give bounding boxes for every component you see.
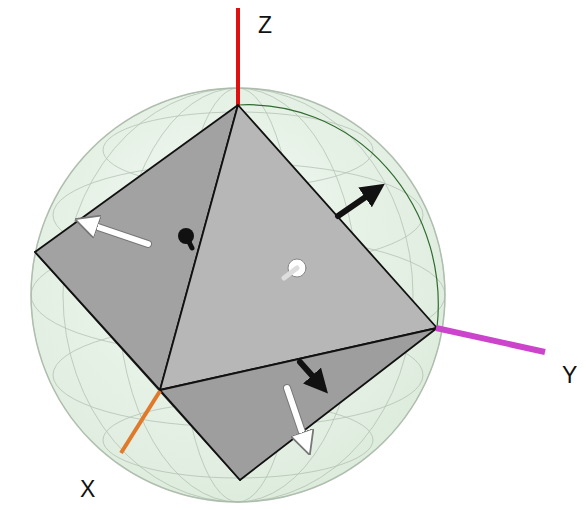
axis-label: Y [562,364,577,387]
sphere-grid [0,30,503,510]
octahedron [35,105,437,480]
z-axis [236,8,240,106]
sphere [31,88,445,502]
x-axis [121,391,160,453]
axis-label: Z [258,14,272,37]
y-axis [436,328,545,352]
normal-arrows [92,194,370,438]
axis-label: X [80,478,95,501]
